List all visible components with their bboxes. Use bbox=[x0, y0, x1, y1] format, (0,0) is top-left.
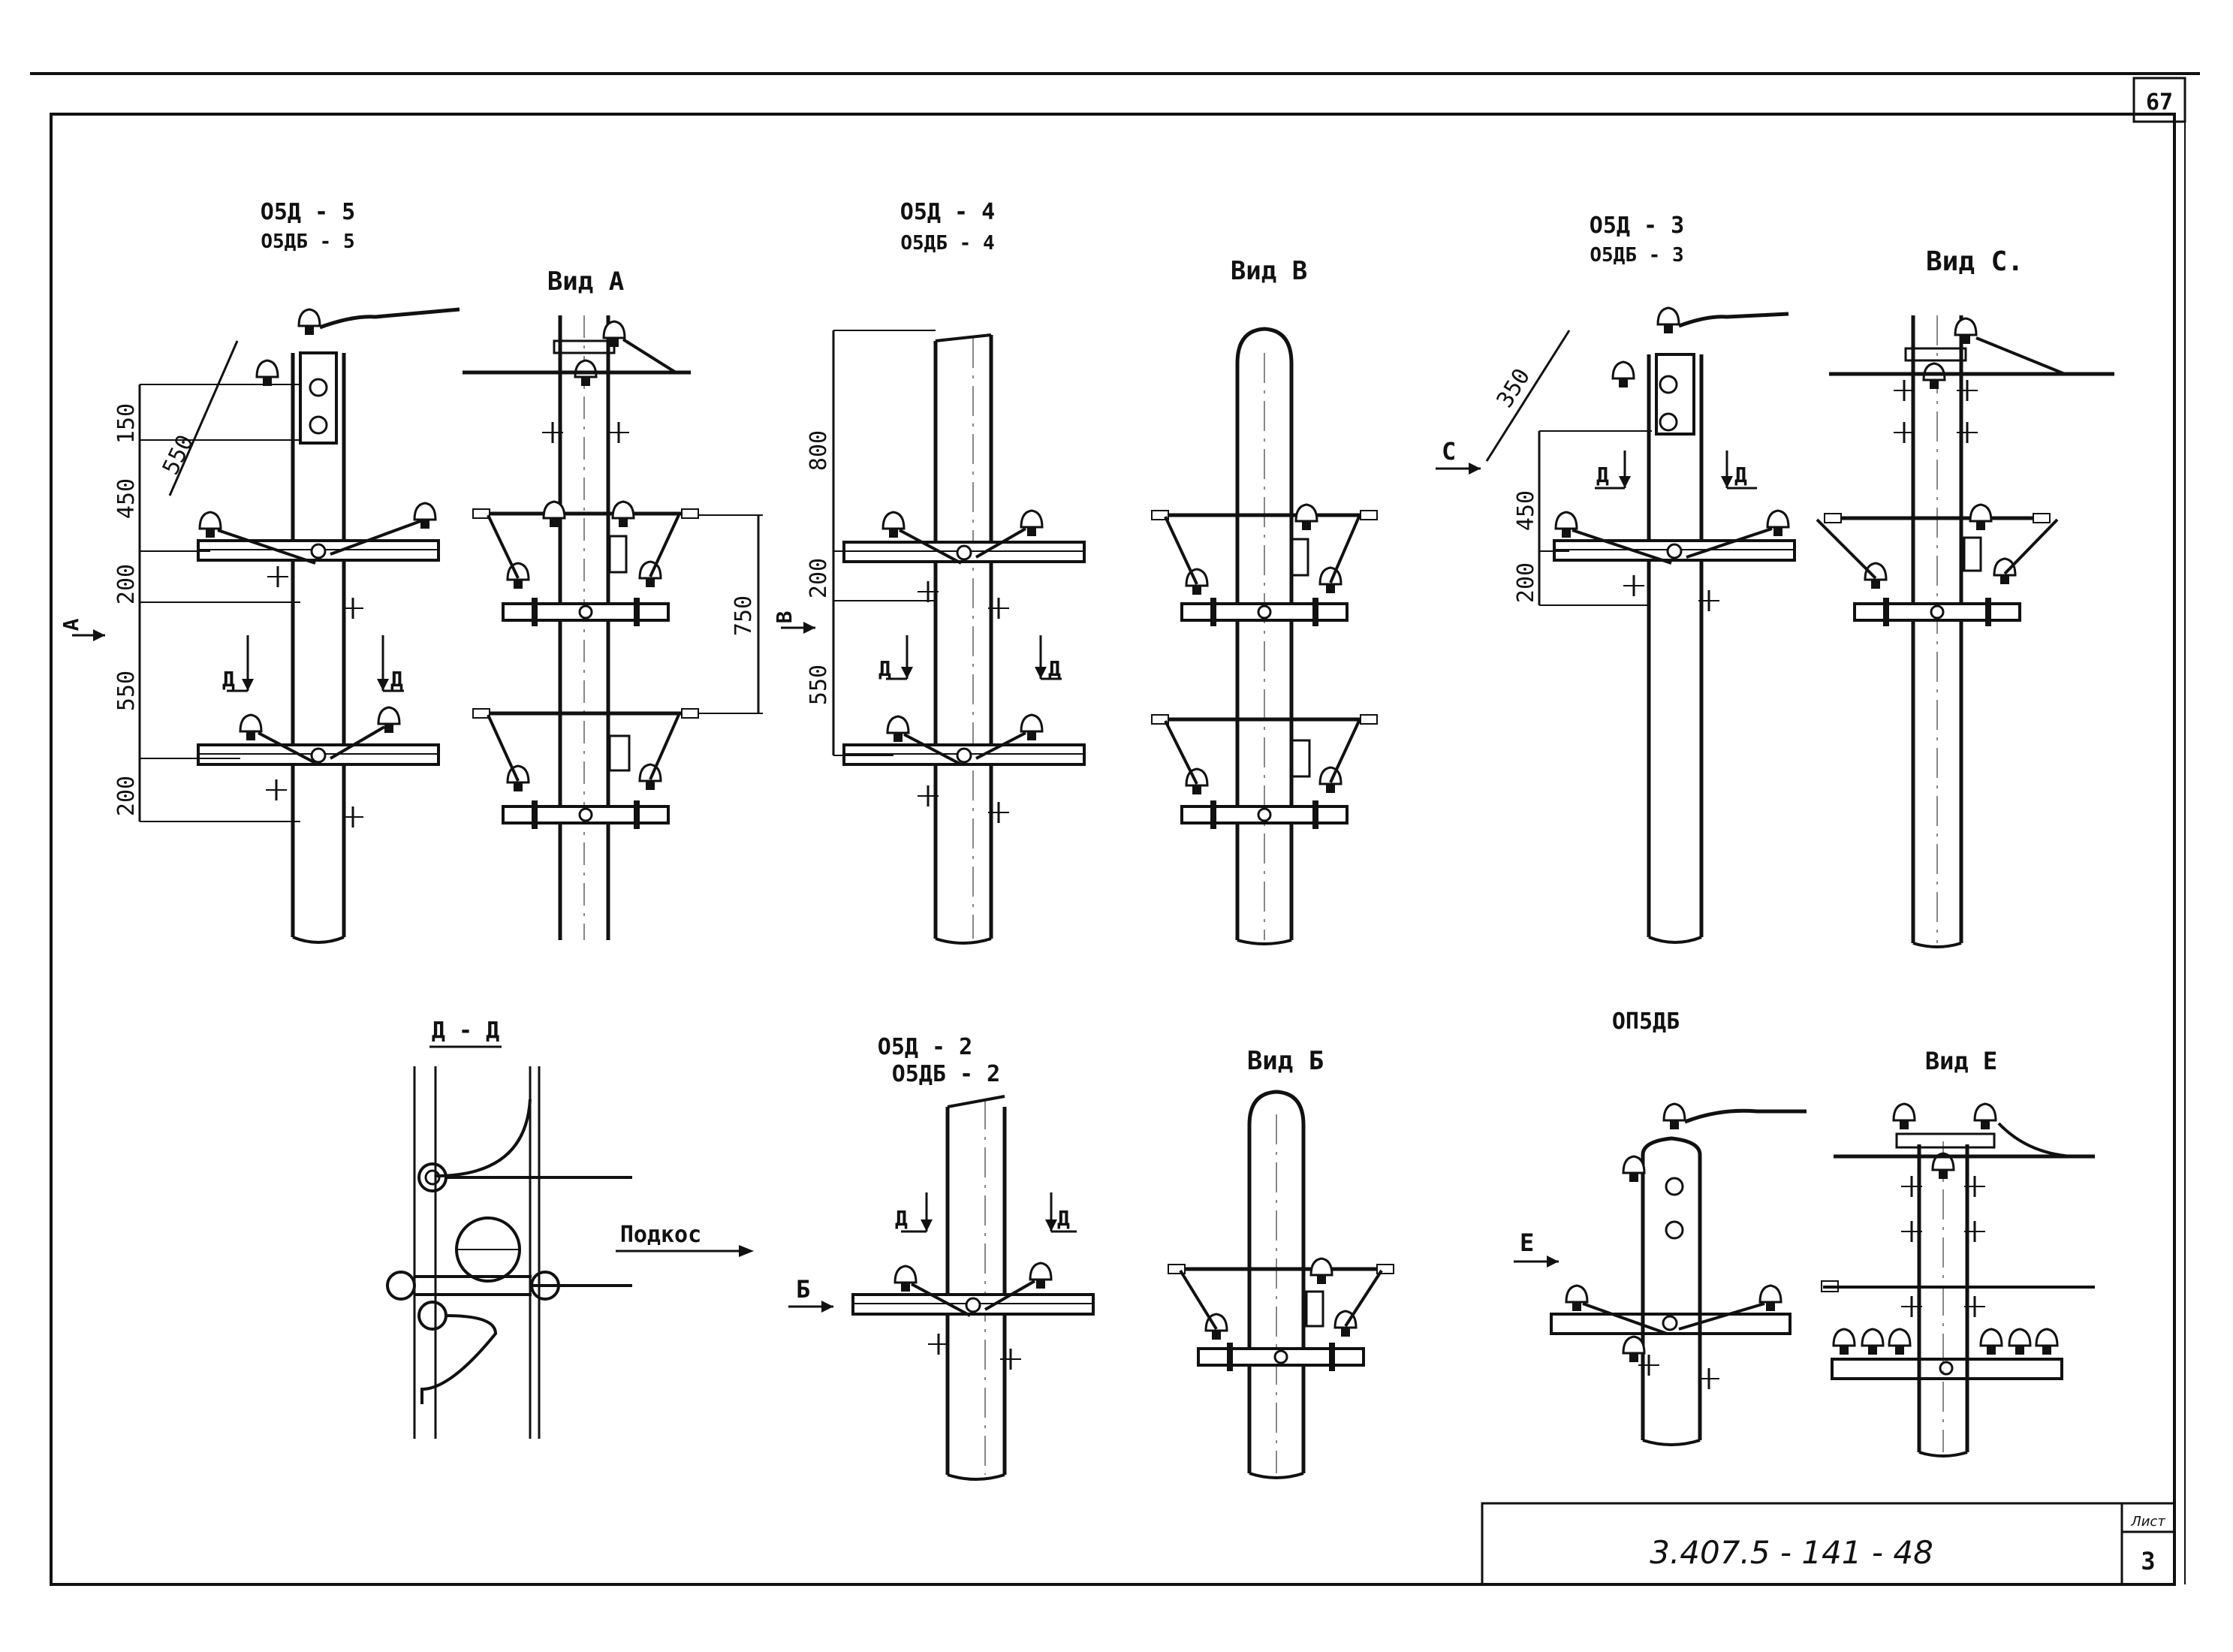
dim-v5-1: 350 bbox=[1492, 364, 1535, 413]
document-code: 3.407.5 - 141 - 48 bbox=[1650, 1534, 1933, 1571]
view-2-title: Вид А bbox=[547, 267, 624, 297]
sheet-frame bbox=[50, 113, 2176, 1586]
dim-v1-4: 200 bbox=[113, 564, 140, 604]
view-1-title-a: О5Д - 5 bbox=[261, 199, 355, 225]
list-caption: Лист bbox=[2130, 1514, 2165, 1530]
pole-assembly-5: О5Д - 3 О5ДБ - 3 350 450 200 С Д Д bbox=[1436, 213, 1796, 944]
pole-assembly-1: О5Д - 5 О5ДБ - 5 150 550 450 200 550 200 bbox=[59, 199, 460, 944]
view-5-title-a: О5Д - 3 bbox=[1590, 213, 1684, 239]
section-marker-7: Д bbox=[895, 1206, 908, 1231]
view-6-title: Вид С. bbox=[1926, 246, 2024, 277]
view-4-title: Вид В bbox=[1231, 256, 1307, 286]
dim-v1-5: 550 bbox=[113, 671, 140, 711]
view-8-title-a: О5Д - 2 bbox=[878, 1034, 972, 1060]
view-v: Вид В bbox=[1152, 256, 1377, 945]
pole-assembly-8: О5Д - 2 О5ДБ - 2 Д Д Б bbox=[788, 1034, 1095, 1481]
title-block bbox=[1481, 1502, 2176, 1586]
dim-v1-2: 550 bbox=[158, 431, 199, 479]
view-arrow-v-label: В bbox=[772, 611, 797, 624]
section-d-d: Д - Д Подкос bbox=[386, 1017, 754, 1439]
dim-v3-1: 800 bbox=[806, 430, 832, 471]
view-5-title-b: О5ДБ - 3 bbox=[1590, 244, 1683, 267]
section-marker-3: Д bbox=[878, 656, 891, 681]
dim-v5-3: 200 bbox=[1513, 562, 1539, 603]
page-number-box bbox=[2132, 77, 2186, 123]
view-10-title: ОП5ДБ bbox=[1612, 1008, 1680, 1035]
view-e: Вид Е bbox=[1821, 1047, 2095, 1458]
pole-assembly-3: О5Д - 4 О5ДБ - 4 800 200 550 В Д Д bbox=[772, 199, 1086, 945]
section-marker-5: Д bbox=[1596, 463, 1609, 487]
list-number: 3 bbox=[2141, 1547, 2155, 1575]
view-8-title-b: О5ДБ - 2 bbox=[892, 1061, 1001, 1087]
view-arrow-b-label: Б bbox=[796, 1275, 810, 1304]
brace-label: Подкос bbox=[620, 1222, 701, 1248]
view-7-title: Д - Д bbox=[432, 1017, 499, 1044]
view-b: Вид Б bbox=[1168, 1046, 1394, 1479]
dim-v2-1: 750 bbox=[731, 595, 757, 636]
view-3-title-b: О5ДБ - 4 bbox=[900, 232, 994, 255]
dim-v3-2: 200 bbox=[806, 558, 832, 598]
section-marker-2: Д bbox=[390, 667, 403, 692]
view-11-title: Вид Е bbox=[1925, 1047, 1997, 1075]
view-a: Вид А 750 bbox=[463, 267, 763, 940]
view-3-title-a: О5Д - 4 bbox=[900, 199, 995, 225]
section-marker-6: Д bbox=[1734, 463, 1747, 487]
view-1-title-b: О5ДБ - 5 bbox=[261, 231, 354, 253]
section-marker-1: Д bbox=[222, 667, 235, 692]
view-arrow-e-label: Е bbox=[1520, 1228, 1534, 1257]
view-9-title: Вид Б bbox=[1247, 1046, 1324, 1076]
view-c: Вид С. bbox=[1816, 246, 2114, 948]
page-number: 67 bbox=[2146, 89, 2173, 116]
dim-v3-3: 550 bbox=[806, 665, 832, 705]
pole-assembly-10: ОП5ДБ Е bbox=[1514, 1008, 1807, 1446]
dim-v1-3: 450 bbox=[113, 478, 140, 519]
dim-v1-1: 150 bbox=[113, 403, 140, 444]
dim-v5-2: 450 bbox=[1513, 490, 1539, 531]
section-marker-8: Д bbox=[1057, 1206, 1070, 1231]
view-arrow-c-label: С bbox=[1442, 437, 1456, 466]
section-marker-4: Д bbox=[1048, 656, 1061, 681]
dim-v1-6: 200 bbox=[113, 776, 140, 816]
view-arrow-a-label: А bbox=[59, 618, 83, 631]
